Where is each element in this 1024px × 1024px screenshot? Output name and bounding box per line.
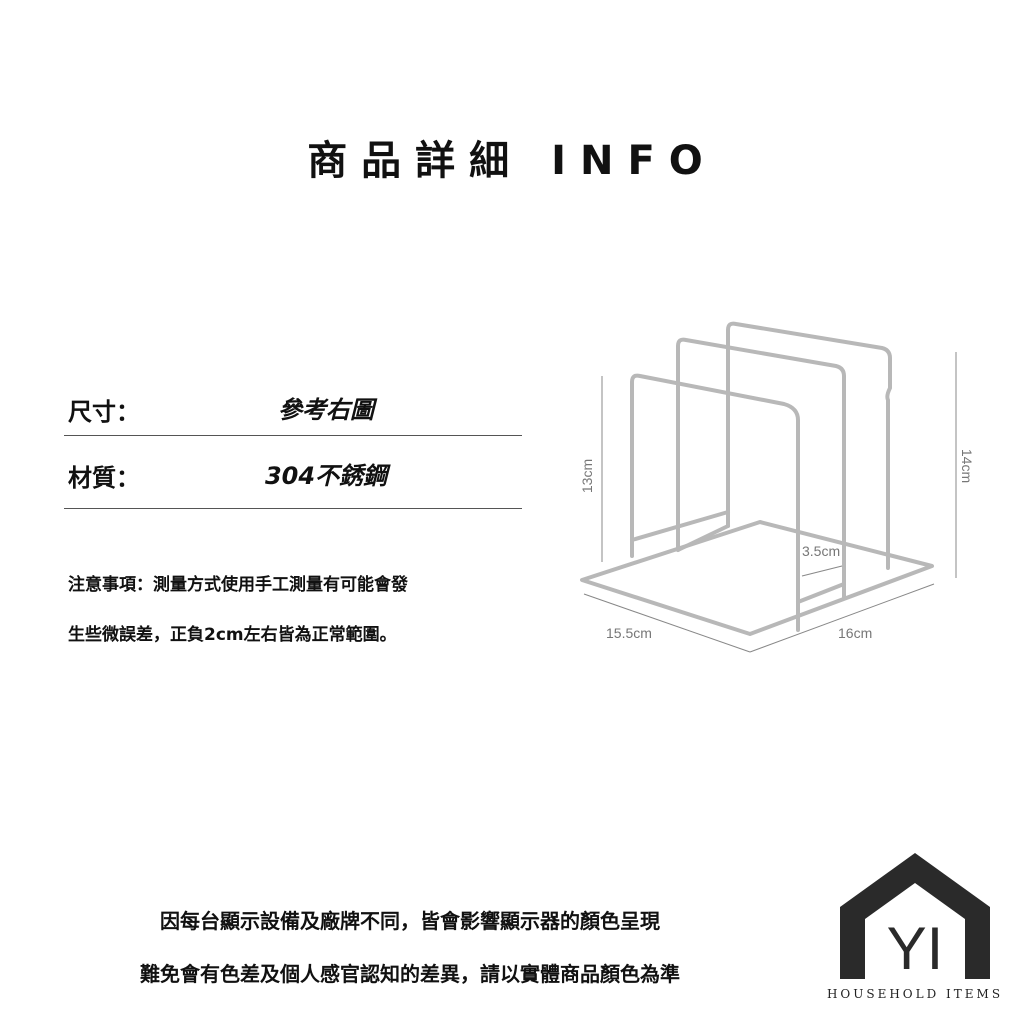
logo-letters: YI: [887, 915, 944, 982]
dimension-label-height-front: 13cm: [579, 459, 595, 493]
page-title: 商品詳細 INFO: [307, 138, 717, 184]
spec-value-material: 304不銹鋼: [264, 462, 388, 490]
divider: [64, 435, 522, 436]
spec-row-size: 尺寸： 參考右圖: [66, 380, 521, 440]
spec-row-material: 材質： 304不銹鋼: [66, 446, 521, 506]
dimension-label-width: 16cm: [838, 625, 872, 641]
dimension-label-height-back: 14cm: [959, 449, 975, 483]
cross-bar: [796, 582, 846, 604]
divider: [64, 508, 522, 509]
dimension-line: [749, 583, 935, 653]
disclaimer-line-2: 難免會有色差及個人感官認知的差異，請以實體商品顏色為準: [140, 962, 680, 986]
note-line-1: 注意事項：測量方式使用手工測量有可能會發: [68, 575, 408, 595]
spec-label-material: 材質：: [68, 464, 140, 492]
dimension-line: [583, 593, 751, 653]
cross-bar: [676, 524, 730, 552]
dimension-label-gap: 3.5cm: [802, 543, 840, 559]
middle-divider: [676, 337, 846, 600]
front-divider: [630, 373, 800, 632]
cross-bar: [630, 510, 730, 542]
logo-text: HOUSEHOLD ITEMS: [826, 987, 1004, 1001]
dimension-label-depth: 15.5cm: [606, 625, 652, 641]
product-illustration: 13cm 14cm 3.5cm 15.5cm 16cm: [579, 321, 975, 653]
back-divider: [726, 321, 892, 570]
spec-label-size: 尺寸：: [68, 398, 140, 426]
note-line-2: 生些微誤差，正負2cm左右皆為正常範圍。: [68, 625, 397, 645]
dimension-line: [801, 565, 843, 577]
brand-logo: YI HOUSEHOLD ITEMS: [820, 845, 1010, 1015]
spec-value-size: 參考右圖: [278, 396, 374, 424]
disclaimer-line-1: 因每台顯示設備及廠牌不同，皆會影響顯示器的顏色呈現: [160, 909, 660, 933]
house-icon: YI: [840, 853, 990, 982]
